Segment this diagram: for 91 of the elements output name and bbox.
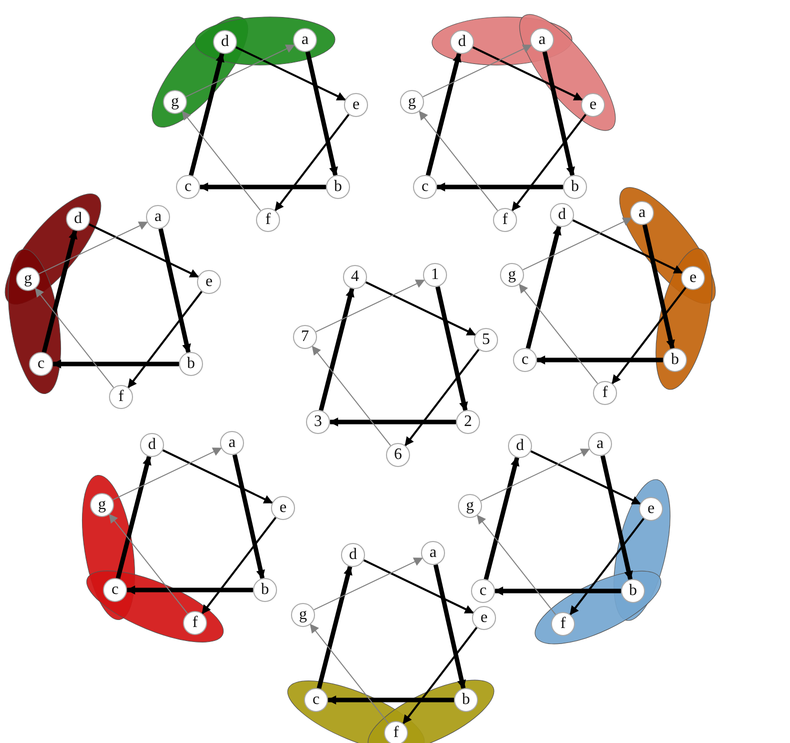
arrow xyxy=(436,182,563,192)
node-circle: g xyxy=(400,90,424,114)
node-circle: 4 xyxy=(343,265,367,289)
arrow xyxy=(612,286,686,384)
arrow xyxy=(422,44,532,98)
arrow xyxy=(274,114,350,212)
node-circle: f xyxy=(493,208,517,232)
arrow xyxy=(418,110,498,212)
node-circle: g xyxy=(458,494,482,518)
arrow xyxy=(402,626,478,724)
arrow xyxy=(363,559,474,614)
node-circle: d xyxy=(140,433,164,457)
arrow xyxy=(126,586,253,594)
node-circle: e xyxy=(271,496,295,520)
arrow xyxy=(88,223,199,278)
node-circle: 2 xyxy=(456,410,480,434)
node-circle: d xyxy=(508,434,532,458)
node-circle: a xyxy=(146,205,170,229)
arrow xyxy=(128,290,202,388)
arrow xyxy=(188,52,224,176)
node-circle: f xyxy=(593,381,617,405)
node-circle: c xyxy=(176,175,200,199)
node-circle: c xyxy=(471,579,495,603)
node-circle: g xyxy=(500,263,524,287)
arrow xyxy=(185,44,295,98)
arrow xyxy=(108,514,188,614)
arrow xyxy=(158,228,191,354)
arrow xyxy=(526,226,562,349)
arrow xyxy=(365,281,476,336)
arrow xyxy=(494,586,621,596)
arrow xyxy=(642,224,675,350)
node-circle: 1 xyxy=(423,263,447,287)
arrow xyxy=(315,280,425,332)
node-circle: c xyxy=(513,348,537,372)
node-circle: a xyxy=(421,541,445,565)
arrow xyxy=(512,114,586,212)
node-circle: b xyxy=(253,578,277,602)
node-circle: g xyxy=(291,603,315,627)
arrow xyxy=(235,46,346,101)
arrow xyxy=(52,360,179,368)
node-circle: b xyxy=(326,175,350,199)
arrow xyxy=(305,51,338,176)
arrow xyxy=(38,222,148,274)
arrow xyxy=(329,418,456,426)
arrow xyxy=(202,516,276,614)
arrow xyxy=(116,456,152,579)
arrow xyxy=(404,348,480,446)
node-circle: e xyxy=(472,606,496,630)
node-circle: a xyxy=(588,432,612,456)
arrow xyxy=(480,448,590,502)
node-circle: c xyxy=(413,175,437,199)
node-circle: e xyxy=(344,93,368,117)
arrow xyxy=(327,696,454,704)
arrow xyxy=(536,356,663,364)
arrow xyxy=(572,219,683,274)
node-circle: d xyxy=(550,203,574,227)
arrow xyxy=(316,566,352,689)
node-circle: f xyxy=(109,385,133,409)
node-circle: f xyxy=(256,208,280,232)
arrow xyxy=(42,230,78,353)
arrow xyxy=(435,286,468,412)
arrow xyxy=(518,284,598,384)
node-circle: b xyxy=(563,175,587,199)
arrow xyxy=(182,110,262,212)
arrow xyxy=(472,46,583,101)
arrow xyxy=(476,514,556,616)
node-circle: b xyxy=(179,352,203,376)
node-circle: 5 xyxy=(474,328,498,352)
arrow xyxy=(542,51,575,176)
node-circle: 7 xyxy=(293,325,317,349)
arrow xyxy=(433,564,466,690)
arrow xyxy=(522,218,632,270)
arrow xyxy=(310,624,390,724)
arrow xyxy=(484,456,520,580)
arrow xyxy=(570,518,644,616)
arrow xyxy=(199,182,326,192)
arrow xyxy=(318,288,354,411)
arrow xyxy=(162,449,273,504)
arrow xyxy=(232,454,265,580)
arrow xyxy=(112,448,222,500)
arrow xyxy=(34,288,114,388)
node-circle: e xyxy=(197,270,221,294)
arrow xyxy=(312,346,392,446)
arrow xyxy=(313,558,423,610)
node-circle: d xyxy=(341,543,365,567)
node-circle: 6 xyxy=(386,443,410,467)
arrow xyxy=(530,450,641,505)
node-circle: a xyxy=(220,431,244,455)
node-circle: 3 xyxy=(306,410,330,434)
arrow xyxy=(426,52,462,176)
arrow xyxy=(600,455,633,580)
